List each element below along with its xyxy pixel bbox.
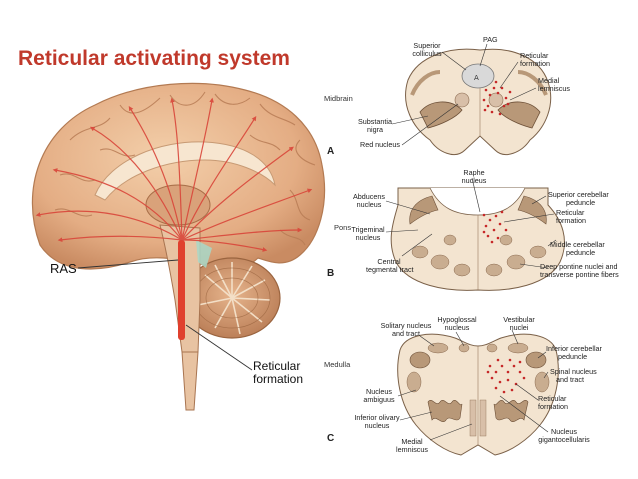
inferior-cerebellar-peduncle-label: Inferior cerebellar peduncle xyxy=(546,344,602,361)
superior-colliculus-label: Superior colliculus xyxy=(412,41,442,58)
reticular-formation-label-line2: formation xyxy=(253,372,304,386)
middle-cerebellar-peduncle-label: Middle cerebellar peduncle xyxy=(550,240,605,257)
hypoglossal-nucleus-label: Hypoglossal nucleus xyxy=(437,315,477,332)
nucleus-ambiguus-label: Nucleus ambiguus xyxy=(363,387,395,404)
reticular-formation-label-line1: Reticular xyxy=(253,359,301,373)
medulla-letter: C xyxy=(327,433,335,444)
cerebrum xyxy=(31,82,326,270)
ras-label: RAS xyxy=(50,261,77,276)
red-nucleus-label: Red nucleus xyxy=(360,140,400,149)
central-tegmental-tract-label: Central tegmental tract xyxy=(366,257,414,274)
inferior-olivary-nucleus-label: Inferior olivary nucleus xyxy=(354,413,400,430)
gyri-lines xyxy=(54,91,316,246)
pons-letter: B xyxy=(327,268,335,279)
midbrain-side-label: Midbrain xyxy=(324,94,353,103)
spinal-nucleus-label: Spinal nucleus and tract xyxy=(550,367,597,384)
medulla-side-label: Medulla xyxy=(324,360,351,369)
deep-pontine-nuclei-label: Deep pontine nuclei and transverse ponti… xyxy=(540,262,619,279)
ras-pointer xyxy=(77,259,179,269)
medulla-reticular-dots xyxy=(486,358,526,394)
abducens-nucleus-label: Abducens nucleus xyxy=(353,192,385,209)
reticular-formation-c-label: Reticular formation xyxy=(538,394,568,411)
reticular-formation-a-label: Reticular formation xyxy=(520,51,550,68)
pag-label: PAG xyxy=(483,35,498,44)
reticular-formation-b-label: Reticular formation xyxy=(556,208,586,225)
ras-projection-arrows xyxy=(35,97,313,252)
page-title: Reticular activating system xyxy=(18,47,290,70)
superior-cerebellar-peduncle-label: Superior cerebellar peduncle xyxy=(548,190,609,207)
spinal-cord xyxy=(181,351,199,411)
pons-side-label: Pons xyxy=(334,223,352,232)
raphe-nucleus-label: Raphe nucleus xyxy=(461,168,487,185)
nucleus-gigantocellularis-label: Nucleus gigantocellularis xyxy=(538,427,590,444)
reticular-core xyxy=(178,240,185,340)
svg-text:A: A xyxy=(474,74,479,82)
trigeminal-nucleus-label: Trigeminal nucleus xyxy=(351,225,385,242)
pons-reticular-dots xyxy=(482,210,508,244)
midbrain-reticular-dots xyxy=(482,80,512,116)
solitary-nucleus-label: Solitary nucleus and tract xyxy=(380,321,432,338)
midbrain-letter: A xyxy=(327,146,335,157)
medial-lemniscus-a-label: Medial lemniscus xyxy=(538,76,570,93)
fourth-ventricle-tint xyxy=(196,240,212,268)
substantia-nigra-label: Substantia nigra xyxy=(358,117,392,134)
reticular-pointer xyxy=(185,324,253,371)
vestibular-nuclei-label: Vestibular nuclei xyxy=(503,315,535,332)
medial-lemniscus-c-label: Medial lemniscus xyxy=(396,437,428,454)
